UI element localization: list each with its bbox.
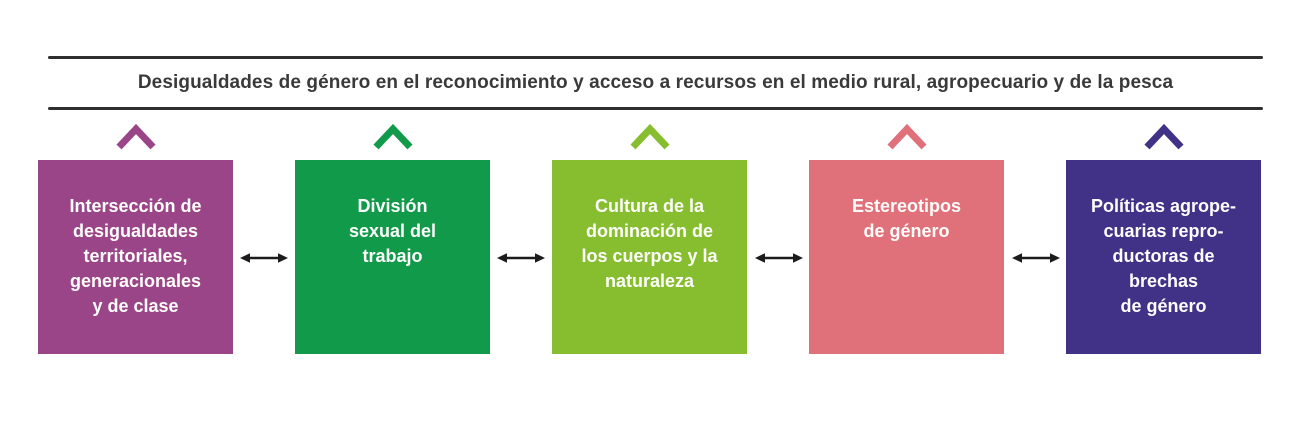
factor-column-3: Cultura de la dominación de los cuerpos … xyxy=(552,122,747,354)
factor-column-5: Políticas agrope- cuarias repro- ductora… xyxy=(1066,122,1261,354)
factor-label: Políticas agrope- cuarias repro- ductora… xyxy=(1090,196,1237,316)
factor-box: División sexual del trabajo xyxy=(295,160,490,354)
factor-box: Políticas agrope- cuarias repro- ductora… xyxy=(1066,160,1261,354)
factor-column-1: Intersección de desigualdades territoria… xyxy=(38,122,233,354)
chevron-up-icon xyxy=(38,122,233,150)
double-arrow-icon xyxy=(239,250,289,266)
double-arrow-icon xyxy=(496,250,546,266)
factor-column-4: Estereotipos de género xyxy=(809,122,1004,354)
title-bottom-rule xyxy=(48,107,1263,110)
factor-box: Cultura de la dominación de los cuerpos … xyxy=(552,160,747,354)
factor-box: Intersección de desigualdades territoria… xyxy=(38,160,233,354)
chevron-up-icon xyxy=(809,122,1004,150)
chevron-up-icon xyxy=(295,122,490,150)
double-arrow-icon xyxy=(754,250,804,266)
factor-label: Estereotipos de género xyxy=(851,196,962,241)
chevron-up-icon xyxy=(552,122,747,150)
factor-box: Estereotipos de género xyxy=(809,160,1004,354)
chevron-up-icon xyxy=(1066,122,1261,150)
diagram-title: Desigualdades de género en el reconocimi… xyxy=(137,72,1174,93)
title-top-rule xyxy=(48,56,1263,59)
factor-label: Intersección de desigualdades territoria… xyxy=(69,196,202,316)
factor-column-2: División sexual del trabajo xyxy=(295,122,490,354)
factor-label: Cultura de la dominación de los cuerpos … xyxy=(581,196,718,291)
double-arrow-icon xyxy=(1011,250,1061,266)
factor-label: División sexual del trabajo xyxy=(348,196,437,266)
